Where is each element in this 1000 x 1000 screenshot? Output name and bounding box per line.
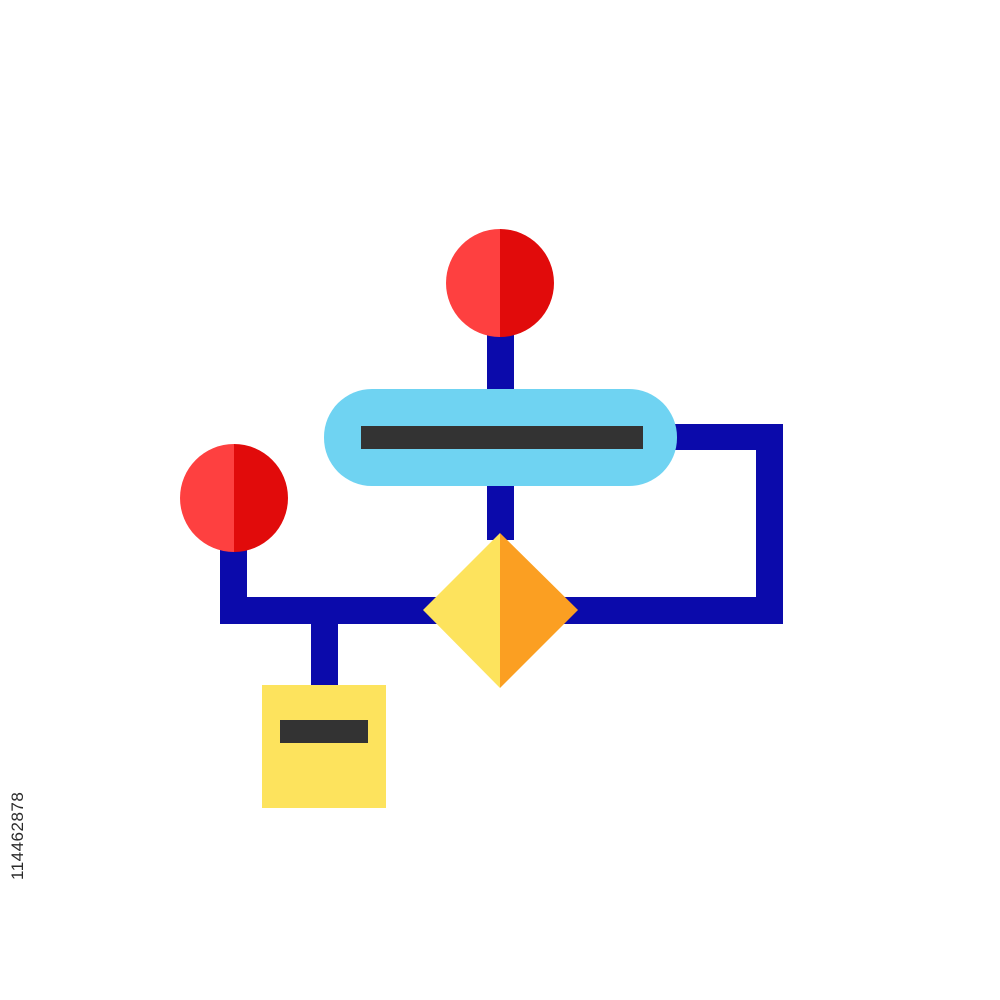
connector-lines [220, 328, 783, 690]
square-body [262, 685, 386, 808]
start-circle-left [180, 444, 288, 552]
image-id-label: 114462878 [8, 791, 27, 880]
pill-text-bar [361, 426, 643, 449]
circle-half-light [446, 229, 500, 337]
decision-diamond [423, 533, 578, 688]
output-square [262, 685, 386, 808]
connector-left-to-diamond [220, 597, 445, 624]
connector-pill-to-diamond [487, 478, 514, 540]
diamond-half-light [423, 533, 500, 688]
process-pill [324, 389, 677, 486]
diamond-half-dark [500, 533, 578, 688]
connector-to-square [311, 620, 338, 690]
connector-loop-bottom [560, 597, 783, 624]
connector-loop-right [756, 424, 783, 624]
connector-top-to-pill [487, 328, 514, 396]
square-text-bar [280, 720, 368, 743]
circle-half-dark [234, 444, 288, 552]
start-circle-top [446, 229, 554, 337]
circle-half-dark [500, 229, 554, 337]
circle-half-light [180, 444, 234, 552]
